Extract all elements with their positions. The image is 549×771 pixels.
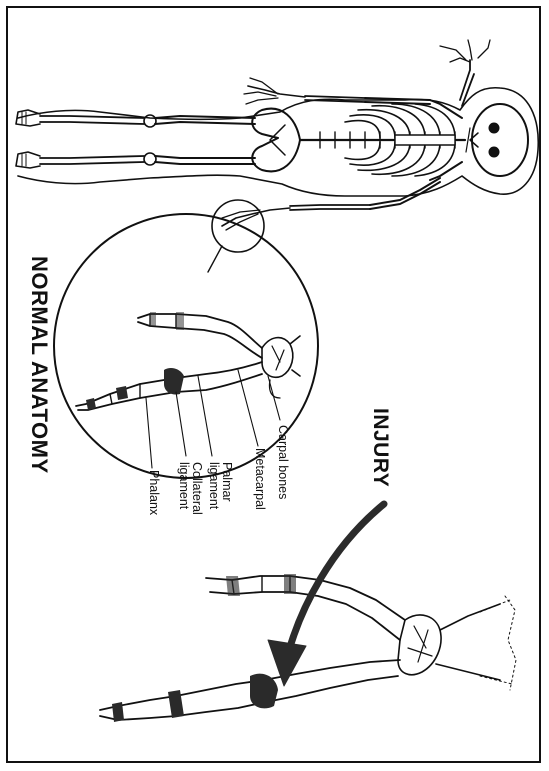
normal-anatomy-title: NORMAL ANATOMY xyxy=(26,256,52,474)
injury-arrow-shaft xyxy=(288,504,384,654)
pelvis xyxy=(252,109,300,172)
injury-arrow-head xyxy=(268,640,306,686)
skeleton-figure xyxy=(16,40,538,230)
upper-hand xyxy=(440,40,490,62)
label-phalanx: Phalanx xyxy=(147,470,160,515)
label-metacarpal: Metacarpal xyxy=(253,448,266,510)
zoom-source-circle xyxy=(212,200,264,252)
raised-arm xyxy=(370,178,440,209)
feet xyxy=(16,110,40,168)
label-carpal-bones: Carpal bones xyxy=(276,425,289,499)
injury-shading xyxy=(112,574,296,722)
body-outline xyxy=(18,88,538,196)
injury-title: INJURY xyxy=(368,408,392,487)
zoom-connector xyxy=(208,246,222,272)
normal-hand xyxy=(76,314,300,410)
label-palmar-ligament: Palmar ligament xyxy=(207,462,233,509)
legs xyxy=(155,116,255,164)
skull xyxy=(472,104,528,176)
label-collateral-ligament: Collateral ligament xyxy=(177,462,203,515)
